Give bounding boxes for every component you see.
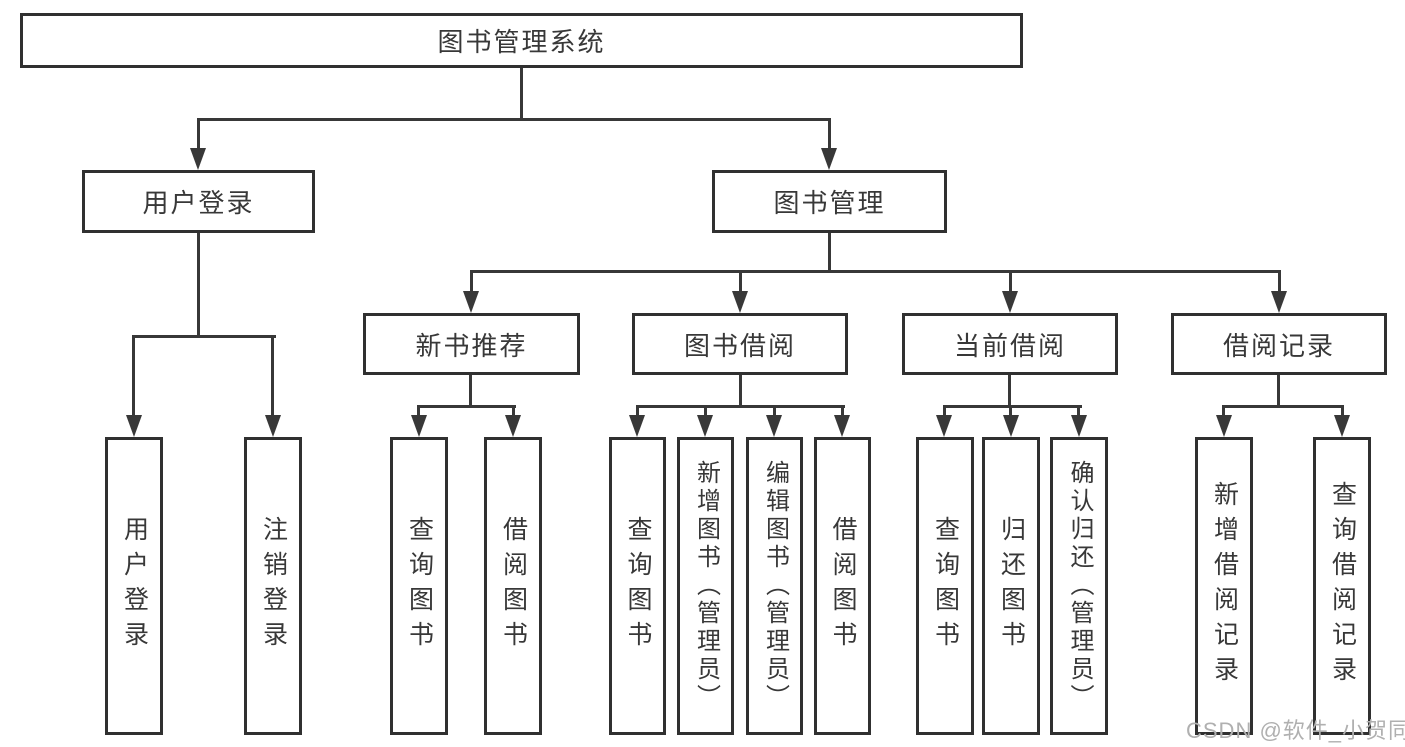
leaf-borrowing-add-books-admin: 新增图书（管理员） — [677, 437, 734, 735]
arrowhead-newbook-borrow — [505, 415, 521, 437]
leaf-logout: 注销登录 — [244, 437, 302, 735]
arrowhead-book-borrowing — [732, 291, 748, 313]
node-borrowing-records: 借阅记录 — [1171, 313, 1387, 375]
connector-records-query-drop — [1341, 405, 1344, 417]
node-book-borrowing: 图书借阅 — [632, 313, 848, 375]
arrowhead-current-borrowing — [1002, 291, 1018, 313]
leaf-current-confirm-return-admin: 确认归还（管理员） — [1050, 437, 1108, 735]
node-user-login: 用户登录 — [82, 170, 315, 233]
connector-book-borrowing-stem — [739, 375, 742, 407]
connector-current-borrowing-stem — [1008, 375, 1011, 407]
leaf-borrowing-edit-books-admin: 编辑图书（管理员） — [746, 437, 803, 735]
leaf-borrowing-borrow-books: 借阅图书 — [814, 437, 871, 735]
connector-current-borrowing-drop — [1009, 270, 1012, 293]
arrowhead-borrowing-borrow — [834, 415, 850, 437]
node-library-management-system: 图书管理系统 — [20, 13, 1023, 68]
connector-new-book-stem — [469, 375, 472, 407]
connector-current-query-drop — [943, 405, 946, 417]
connector-borrowing-borrow-drop — [841, 405, 844, 417]
node-current-borrowing: 当前借阅 — [902, 313, 1118, 375]
connector-current-borrowing-bar — [943, 405, 1082, 408]
arrowhead-leaf-logout — [265, 415, 281, 437]
leaf-newbook-query-books: 查询图书 — [390, 437, 448, 735]
node-new-book-recommendation: 新书推荐 — [363, 313, 580, 375]
connector-new-book-drop — [470, 270, 473, 293]
arrowhead-newbook-query — [411, 415, 427, 437]
connector-newbook-query-drop — [417, 405, 420, 417]
arrowhead-borrowing-query — [629, 415, 645, 437]
arrowhead-current-return — [1003, 415, 1019, 437]
connector-user-login-bar — [132, 335, 276, 338]
connector-book-borrowing-drop — [739, 270, 742, 293]
connector-user-login-drop — [197, 118, 200, 150]
arrowhead-borrowing-add — [697, 415, 713, 437]
node-book-management: 图书管理 — [712, 170, 947, 233]
leaf-borrowing-query-books: 查询图书 — [609, 437, 666, 735]
arrowhead-book-management — [821, 148, 837, 170]
arrowhead-new-book-recommendation — [463, 291, 479, 313]
connector-borrowing-query-drop — [636, 405, 639, 417]
leaf-records-query-borrow-record: 查询借阅记录 — [1313, 437, 1371, 735]
leaf-records-add-borrow-record: 新增借阅记录 — [1195, 437, 1253, 735]
arrowhead-borrowing-records — [1271, 291, 1287, 313]
connector-book-management-drop — [828, 118, 831, 150]
connector-root-stem — [520, 68, 523, 120]
connector-borrowing-records-drop — [1278, 270, 1281, 293]
connector-leaf-user-login-drop — [132, 335, 135, 417]
arrowhead-current-confirm — [1071, 415, 1087, 437]
leaf-current-query-books: 查询图书 — [916, 437, 974, 735]
leaf-newbook-borrow-books: 借阅图书 — [484, 437, 542, 735]
connector-current-confirm-drop — [1077, 405, 1080, 417]
connector-book-management-stem — [828, 233, 831, 273]
arrowhead-user-login — [190, 148, 206, 170]
arrowhead-records-query — [1334, 415, 1350, 437]
connector-newbook-borrow-drop — [512, 405, 515, 417]
connector-borrowing-records-stem — [1277, 375, 1280, 407]
leaf-current-return-books: 归还图书 — [982, 437, 1040, 735]
connector-level2-bar — [470, 270, 1281, 273]
arrowhead-current-query — [936, 415, 952, 437]
arrowhead-leaf-user-login — [126, 415, 142, 437]
connector-leaf-logout-drop — [271, 335, 274, 417]
connector-new-book-bar — [417, 405, 516, 408]
arrowhead-borrowing-edit — [766, 415, 782, 437]
connector-user-login-stem — [197, 233, 200, 337]
leaf-user-login: 用户登录 — [105, 437, 163, 735]
connector-book-borrowing-bar — [636, 405, 845, 408]
connector-borrowing-edit-drop — [773, 405, 776, 417]
arrowhead-records-add — [1216, 415, 1232, 437]
connector-records-add-drop — [1222, 405, 1225, 417]
connector-level1-bar — [197, 118, 831, 121]
connector-current-return-drop — [1009, 405, 1012, 417]
connector-borrowing-records-bar — [1222, 405, 1344, 408]
connector-borrowing-add-drop — [704, 405, 707, 417]
watermark-text: CSDN @软件_小贺同学 — [1186, 718, 1405, 743]
